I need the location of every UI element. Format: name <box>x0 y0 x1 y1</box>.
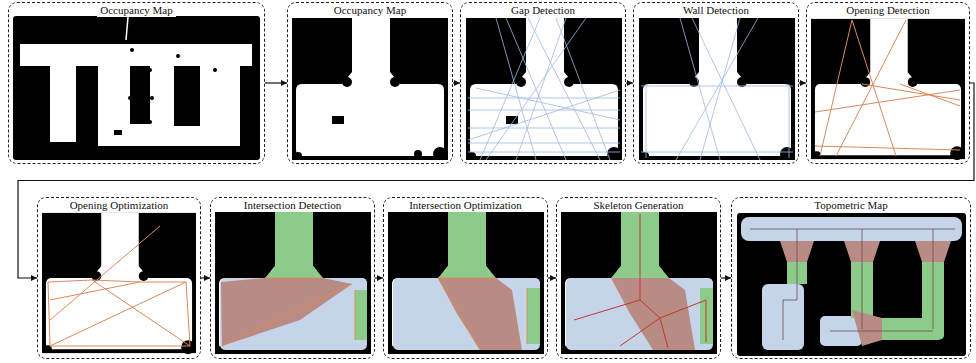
panel-title: Opening Optimization <box>67 199 172 212</box>
flow-arrow <box>626 82 633 83</box>
wall-detection-image <box>639 18 795 161</box>
intersection-detection-image <box>215 212 371 355</box>
skeleton-generation-image <box>561 212 717 355</box>
panel-title: Skeleton Generation <box>590 199 686 212</box>
flow-arrow <box>375 277 383 278</box>
opening-detection-image <box>811 19 965 160</box>
gap-detection-image <box>466 18 622 161</box>
pipeline-panel: Occupancy Map <box>8 2 265 164</box>
flow-arrow <box>265 82 287 83</box>
flow-arrow <box>548 277 556 278</box>
flow-arrow <box>201 277 210 278</box>
panel-title: Intersection Detection <box>241 199 344 212</box>
flow-arrow <box>18 83 974 278</box>
pipeline-panel: Opening Optimization <box>37 197 201 359</box>
occupancy-map-full <box>13 16 260 160</box>
topometric-map-image <box>737 213 966 356</box>
panel-title: Intersection Optimization <box>406 199 525 212</box>
flow-arrow <box>799 82 806 83</box>
panel-title: Wall Detection <box>680 4 752 17</box>
pipeline-panel: Occupancy Map <box>287 2 453 164</box>
opening-optimization-image <box>42 213 196 354</box>
panel-title: Topometric Map <box>811 199 890 212</box>
pipeline-panel: Wall Detection <box>633 2 799 164</box>
pipeline-panel: Intersection Optimization <box>383 197 548 359</box>
flow-arrow <box>721 277 731 278</box>
pipeline-panel: Opening Detection <box>806 2 970 164</box>
flow-arrow <box>453 82 460 83</box>
occupancy-map-room <box>292 18 448 161</box>
panel-title: Opening Detection <box>843 4 932 17</box>
pipeline-panel: Skeleton Generation <box>556 197 721 359</box>
panel-title: Gap Detection <box>508 4 578 17</box>
intersection-optimization-image <box>388 212 544 355</box>
pipeline-panel: Topometric Map <box>731 197 971 359</box>
panel-title: Occupancy Map <box>331 4 409 17</box>
pipeline-panel: Gap Detection <box>460 2 626 164</box>
panel-title: Occupancy Map <box>97 4 175 17</box>
pipeline-panel: Intersection Detection <box>210 197 375 359</box>
